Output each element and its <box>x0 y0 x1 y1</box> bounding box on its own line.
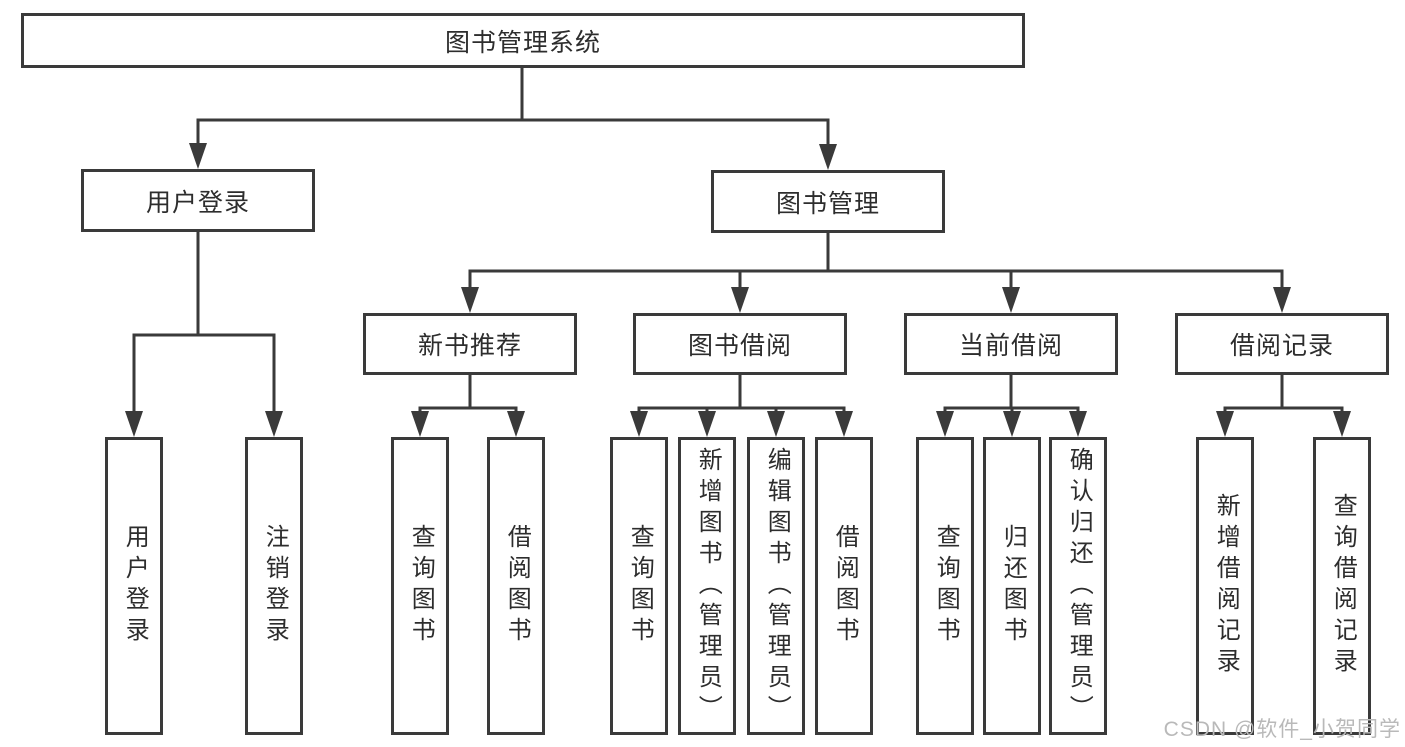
leaf-recommend-borrow-books: 借阅图书 <box>487 437 545 735</box>
leaf-user-login: 用户登录 <box>105 437 163 735</box>
node-new-book-recommend: 新书推荐 <box>363 313 577 375</box>
node-borrow-records: 借阅记录 <box>1175 313 1389 375</box>
leaf-add-books-admin: 新增图书（管理员） <box>678 437 736 735</box>
connector-current-borrow-to-leaves <box>936 372 1087 437</box>
connector-root-to-level2 <box>189 65 837 170</box>
node-current-borrow: 当前借阅 <box>904 313 1118 375</box>
node-root-library-system: 图书管理系统 <box>21 13 1025 68</box>
node-user-login: 用户登录 <box>81 169 315 232</box>
connector-book-mgmt-to-level3 <box>461 230 1291 313</box>
leaf-query-borrow-record: 查询借阅记录 <box>1313 437 1371 735</box>
leaf-logout: 注销登录 <box>245 437 303 735</box>
connector-book-borrow-to-leaves <box>630 372 853 437</box>
csdn-watermark: CSDN @软件_小贺同学 <box>1163 718 1401 741</box>
leaf-add-borrow-record: 新增借阅记录 <box>1196 437 1254 735</box>
connector-borrow-records-to-leaves <box>1216 372 1351 437</box>
leaf-confirm-return-admin: 确认归还（管理员） <box>1049 437 1107 735</box>
node-book-management: 图书管理 <box>711 170 945 233</box>
leaf-borrow-query-books: 查询图书 <box>610 437 668 735</box>
leaf-edit-books-admin: 编辑图书（管理员） <box>747 437 805 735</box>
leaf-recommend-query-books: 查询图书 <box>391 437 449 735</box>
connector-new-book-to-leaves <box>411 372 525 437</box>
leaf-current-query-books: 查询图书 <box>916 437 974 735</box>
node-book-borrow: 图书借阅 <box>633 313 847 375</box>
leaf-return-books: 归还图书 <box>983 437 1041 735</box>
leaf-borrow-books: 借阅图书 <box>815 437 873 735</box>
connector-user-login-to-leaves <box>125 229 283 437</box>
